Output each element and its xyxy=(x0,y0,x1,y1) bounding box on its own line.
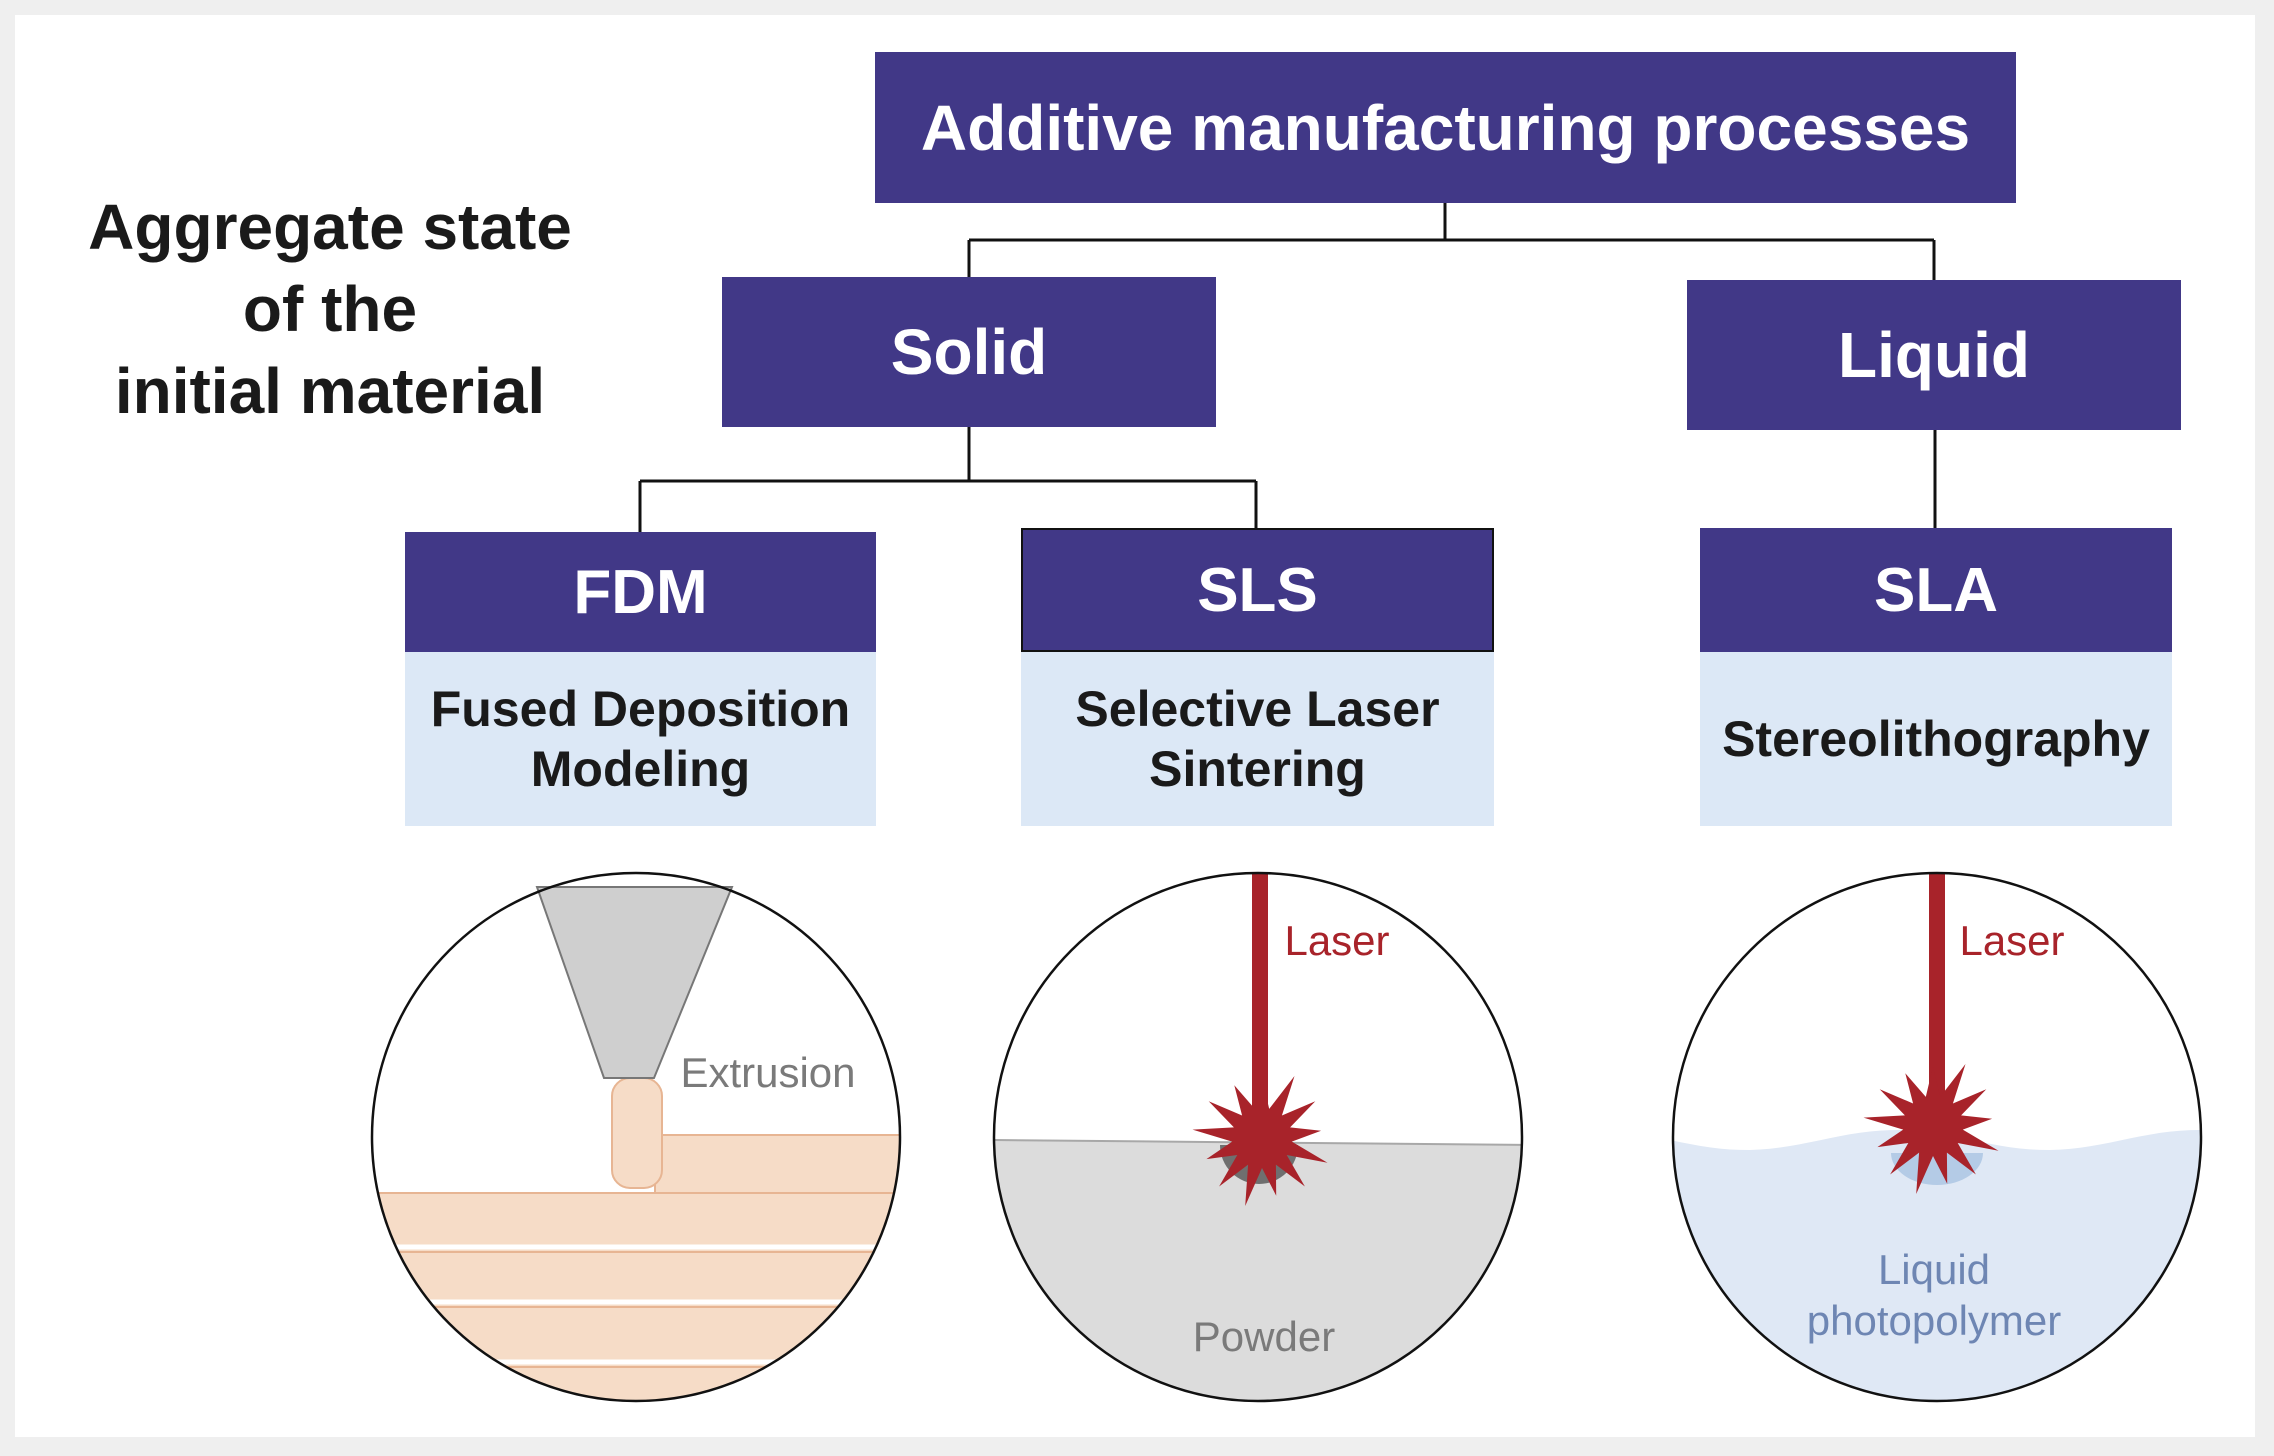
sls-illustration xyxy=(992,871,1524,1403)
sls-box: SLS xyxy=(1021,528,1494,652)
sla-laser-label: Laser xyxy=(1959,917,2064,964)
sla-photopolymer-label-line2: photopolymer xyxy=(1807,1297,2061,1344)
fdm-description-box: Fused Deposition Modeling xyxy=(405,652,876,826)
sls-laser-beam xyxy=(1252,873,1268,1123)
sls-powder-label: Powder xyxy=(1193,1313,1335,1360)
sla-laser-beam xyxy=(1929,873,1945,1128)
solid-box: Solid xyxy=(722,277,1216,427)
sls-circle-outline xyxy=(992,871,1524,1403)
sla-liquid-resin xyxy=(1673,1130,2201,1401)
fdm-illustration xyxy=(370,871,902,1403)
sls-description-box: Selective Laser Sintering xyxy=(1021,652,1494,826)
aggregate-state-title: Aggregate state of the initial material xyxy=(88,191,572,427)
fdm-nozzle xyxy=(535,886,734,1079)
fdm-circle-outline xyxy=(370,871,902,1403)
fdm-extrusion-label: Extrusion xyxy=(680,1049,855,1096)
sla-photopolymer-label-line1: Liquid xyxy=(1878,1246,1990,1293)
fdm-extruded-filament xyxy=(611,1077,663,1189)
sla-laser-spark xyxy=(1863,1064,1999,1194)
sls-laser-label: Laser xyxy=(1284,917,1389,964)
root-box: Additive manufacturing processes xyxy=(875,52,2016,203)
sla-illustration xyxy=(1671,871,2203,1403)
fdm-current-layer xyxy=(654,1134,900,1194)
sla-box: SLA xyxy=(1700,528,2172,652)
fdm-box: FDM xyxy=(405,532,876,652)
solid-label: Solid xyxy=(890,316,1048,388)
fdm-abbr: FDM xyxy=(573,557,708,627)
liquid-box: Liquid xyxy=(1687,280,2181,430)
tree-connectors xyxy=(638,203,1937,532)
root-label: Additive manufacturing processes xyxy=(920,91,1971,164)
sls-laser-spark xyxy=(1192,1076,1328,1206)
liquid-label: Liquid xyxy=(1838,319,2030,391)
sla-circle-outline xyxy=(1671,871,2203,1403)
sla-description-box: Stereolithography xyxy=(1700,652,2172,826)
sls-powder-bed xyxy=(994,1140,1522,1401)
sls-abbr: SLS xyxy=(1197,555,1318,625)
sla-abbr: SLA xyxy=(1874,555,1998,625)
